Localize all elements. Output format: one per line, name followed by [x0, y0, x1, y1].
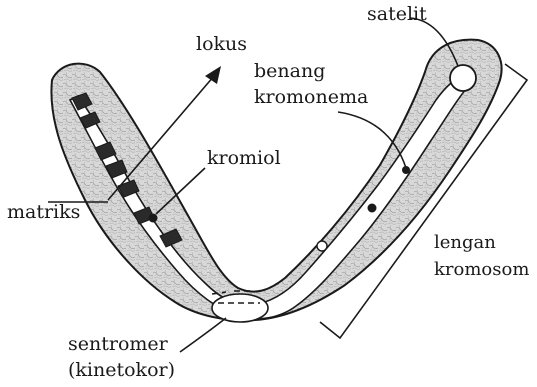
kromiol-hollow: [317, 241, 327, 251]
sentromer-leader: [180, 318, 226, 352]
satellite-body: [450, 65, 476, 91]
label-lengan: lengan: [434, 232, 496, 253]
label-lokus: lokus: [196, 33, 247, 55]
label-benang: benang: [254, 60, 325, 82]
lokus-arrow-head: [205, 66, 221, 84]
label-kromiol: kromiol: [207, 147, 281, 169]
label-kromosom: kromosom: [434, 259, 529, 280]
label-kromonema: kromonema: [254, 86, 368, 108]
label-matriks: matriks: [7, 201, 80, 223]
label-sentromer: sentromer: [68, 333, 169, 355]
centromere-body: [212, 294, 268, 322]
kromiol-dot-right-2: [368, 204, 377, 213]
label-kinetokor: (kinetokor): [68, 359, 175, 381]
kromiol-dot-left: [149, 214, 158, 223]
label-satelit: satelit: [367, 3, 427, 25]
